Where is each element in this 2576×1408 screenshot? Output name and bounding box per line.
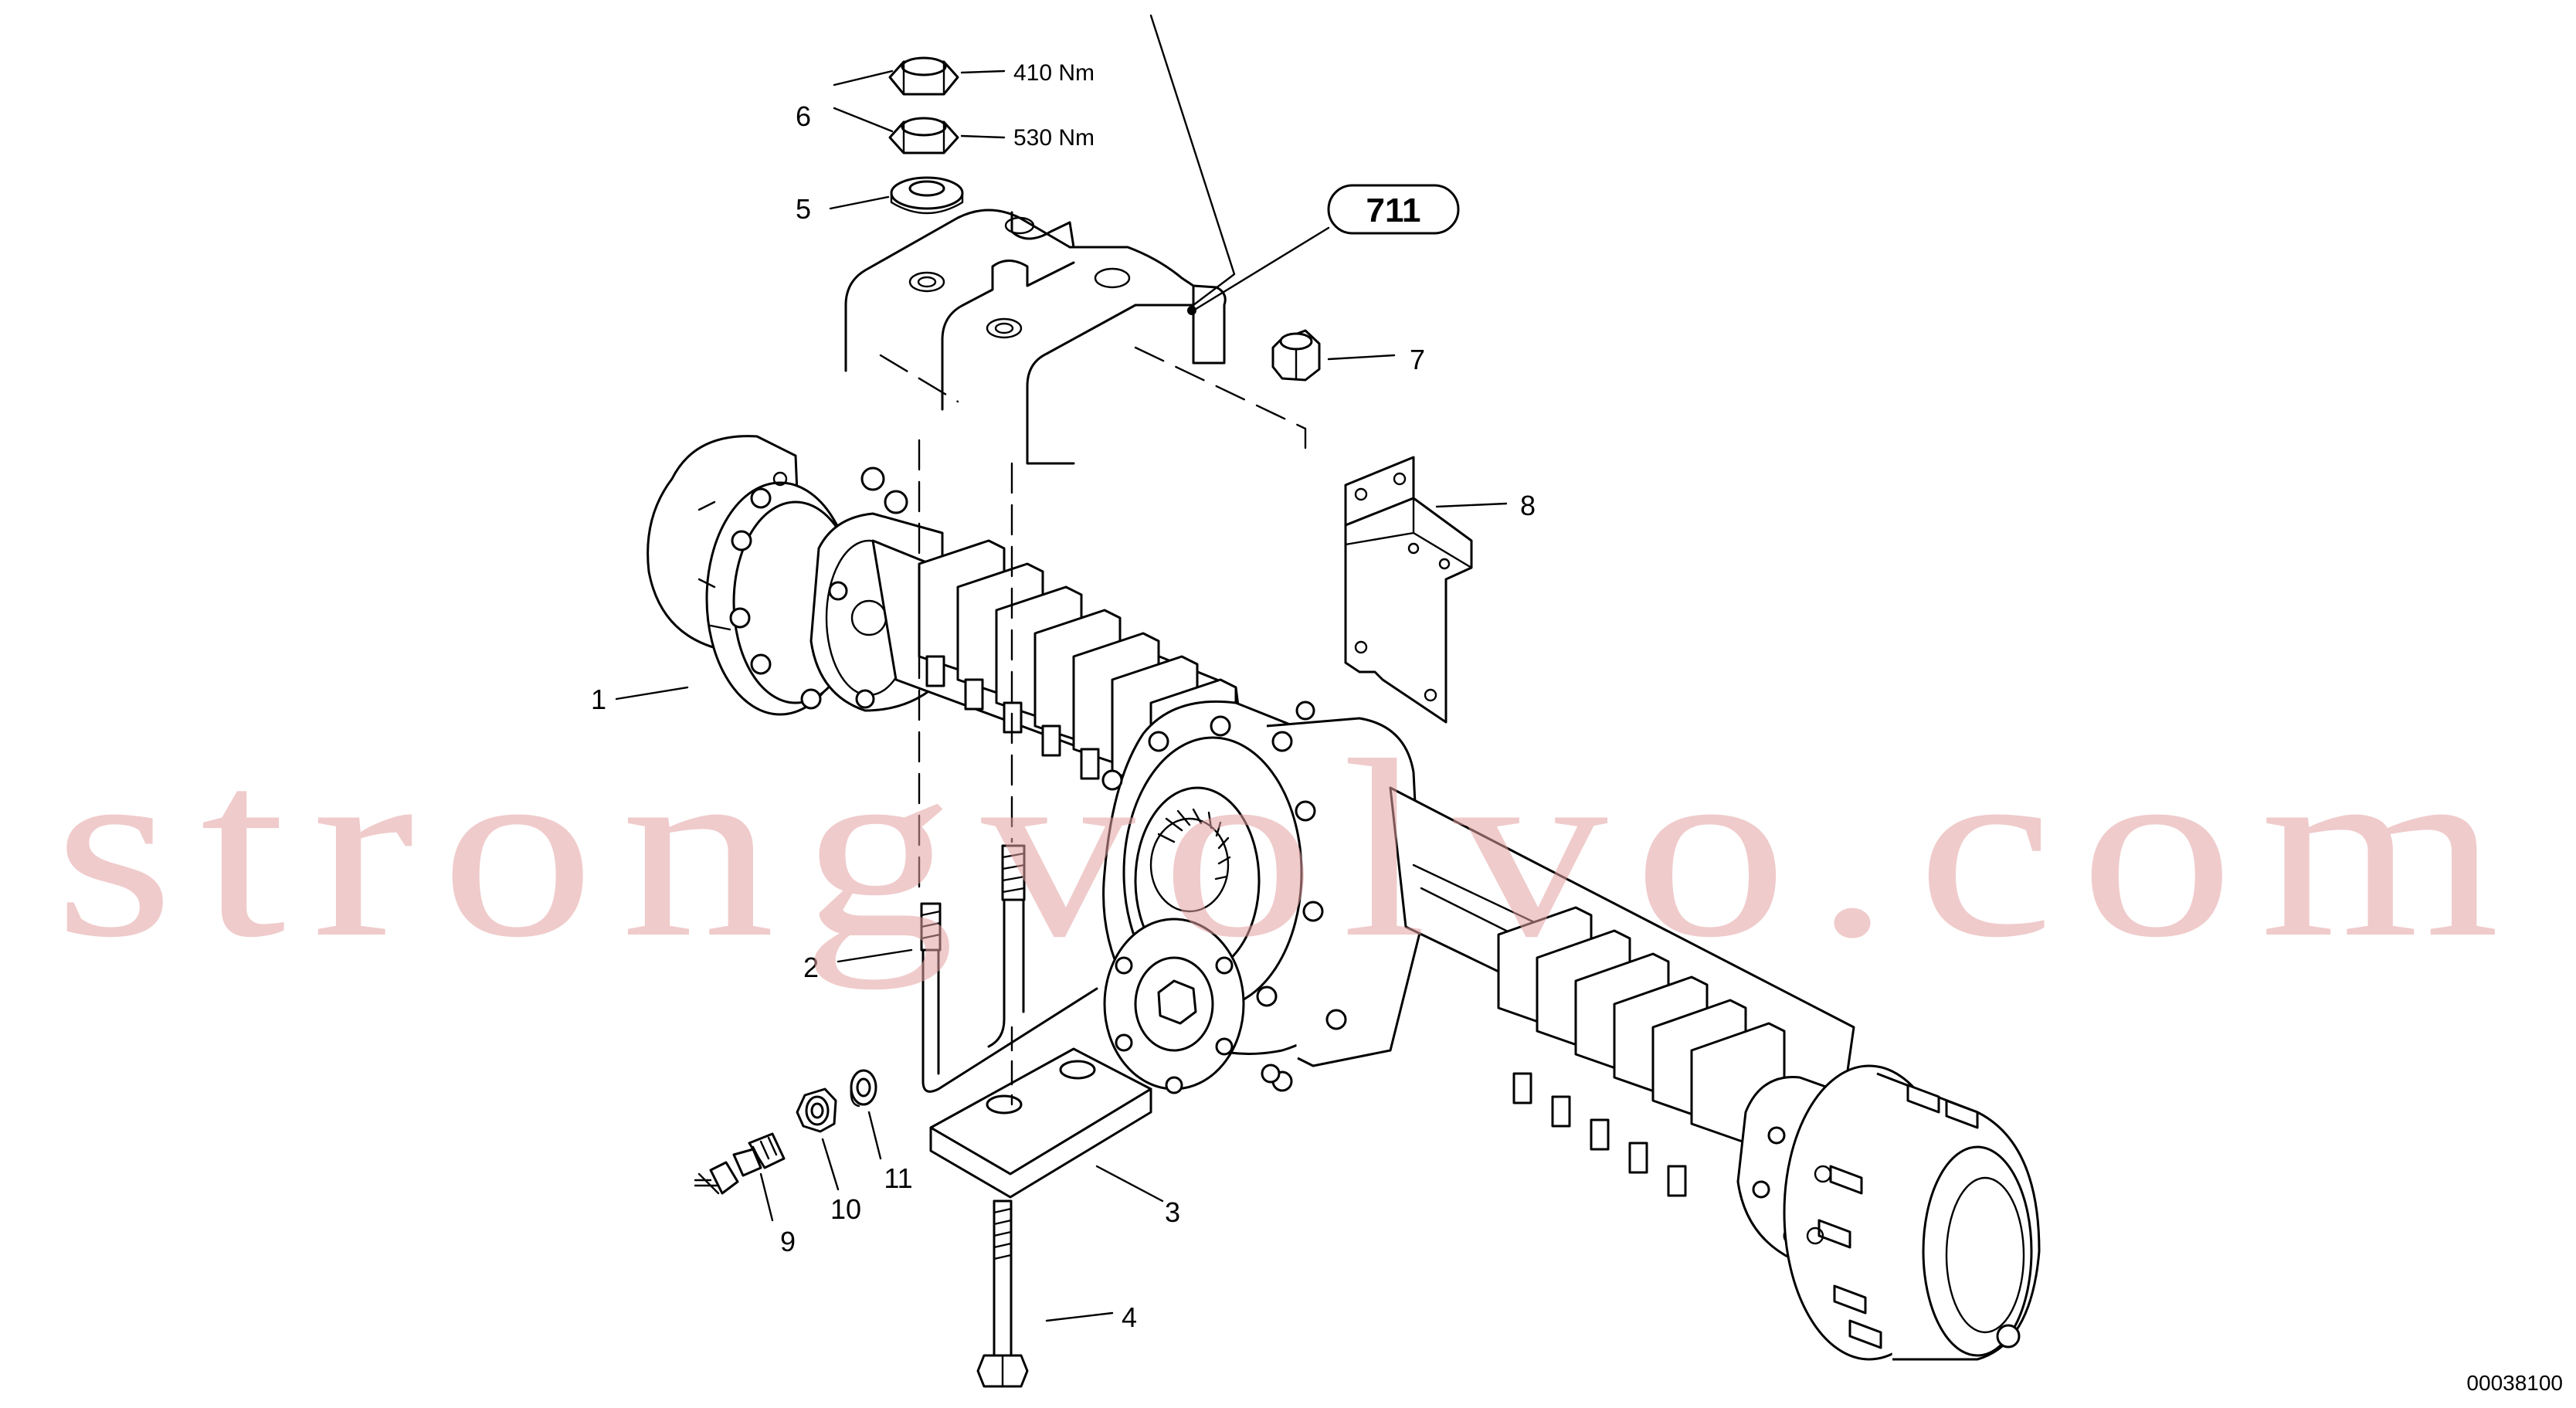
- mounting-bracket: [844, 209, 1307, 465]
- figure-id: 00038100: [2466, 1371, 2563, 1395]
- spacer-plate-item-3: [929, 1026, 1152, 1199]
- washer-item-11: [850, 1069, 877, 1108]
- nut-530nm: [888, 117, 959, 154]
- callout-11: 11: [884, 1162, 912, 1194]
- callout-7: 7: [1410, 344, 1425, 375]
- watermark: strongvolvo.com: [54, 708, 2526, 990]
- reference-group-label: 711: [1366, 192, 1421, 229]
- callout-1: 1: [591, 684, 606, 715]
- axle-assembly: [647, 435, 2041, 1361]
- nut-item-10: [796, 1087, 837, 1133]
- nut-item-7: [1271, 329, 1321, 382]
- u-bolt-item-2: [918, 439, 1098, 1093]
- callout-6: 6: [796, 100, 811, 132]
- torque-upper-nut: 410 Nm: [1013, 60, 1095, 86]
- sensor-item-9: [694, 1132, 786, 1195]
- reference-group-711: 711: [1327, 184, 1460, 235]
- callout-8: 8: [1520, 490, 1536, 521]
- leader-lines: [615, 70, 1508, 1322]
- callout-5: 5: [796, 193, 811, 225]
- bolt-item-4: [976, 1199, 1029, 1388]
- washer-top: [890, 176, 964, 215]
- callout-9: 9: [780, 1226, 796, 1257]
- nut-410nm: [888, 56, 959, 96]
- bracket-plate-item-8: [1344, 456, 1473, 724]
- callout-2: 2: [803, 952, 819, 983]
- callout-3: 3: [1165, 1196, 1180, 1228]
- torque-lower-nut: 530 Nm: [1013, 125, 1095, 151]
- callout-4: 4: [1122, 1301, 1137, 1333]
- callout-10: 10: [830, 1193, 861, 1225]
